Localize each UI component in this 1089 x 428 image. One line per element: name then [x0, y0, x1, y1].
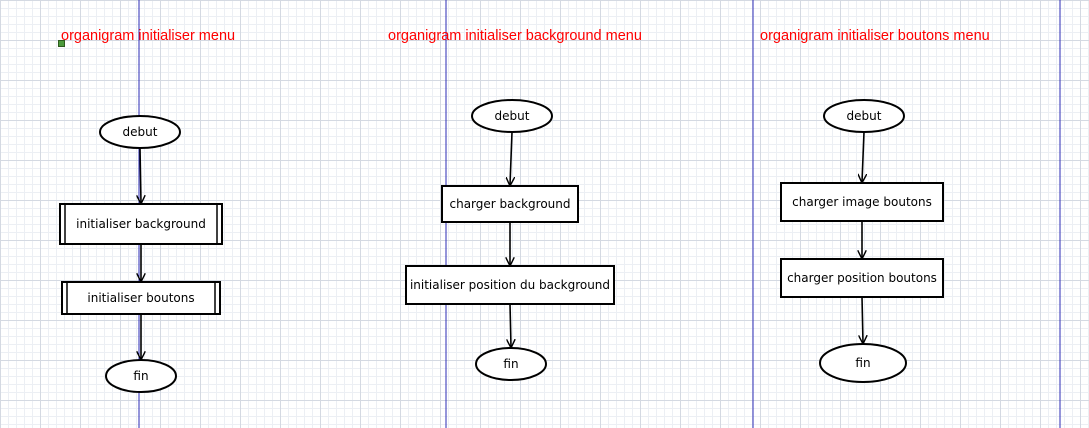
terminator-node-debut[interactable] [99, 115, 181, 149]
node-label: fin [133, 369, 149, 383]
node-label: initialiser boutons [87, 291, 195, 305]
process-node-charger-pos[interactable] [780, 258, 944, 298]
flow-connectors [140, 131, 864, 359]
diagram-title[interactable]: organigram initialiser background menu [388, 28, 642, 44]
flow-arrow[interactable] [862, 296, 863, 343]
process-node-init-btn[interactable] [61, 281, 221, 315]
node-label: charger background [449, 197, 571, 211]
process-node-init-bg[interactable] [59, 203, 223, 245]
flow-arrow[interactable] [510, 131, 512, 185]
node-label: initialiser background [76, 217, 206, 231]
process-node-init-pos-bg[interactable] [405, 265, 615, 305]
terminator-node-fin[interactable] [475, 347, 547, 381]
diagram-title[interactable]: organigram initialiser menu [61, 28, 236, 44]
node-label: initialiser position du background [409, 278, 611, 292]
node-label: fin [855, 356, 871, 370]
flow-nodes [59, 99, 944, 393]
terminator-node-debut[interactable] [823, 99, 905, 133]
process-node-charger-img[interactable] [780, 182, 944, 222]
node-label: debut [846, 109, 882, 123]
node-label: debut [122, 125, 158, 139]
node-label: charger position boutons [787, 271, 937, 285]
flow-arrow[interactable] [862, 131, 864, 182]
flow-arrow[interactable] [510, 303, 511, 347]
diagram-title[interactable]: organigram initialiser boutons menu [760, 28, 990, 44]
terminator-node-fin[interactable] [105, 359, 177, 393]
node-label: fin [503, 357, 519, 371]
node-label: charger image boutons [792, 195, 932, 209]
terminator-node-debut[interactable] [471, 99, 553, 133]
node-label: debut [494, 109, 530, 123]
flow-arrow[interactable] [140, 147, 141, 203]
process-node-charger-bg[interactable] [441, 185, 579, 223]
selection-handle-icon[interactable] [58, 40, 65, 47]
terminator-node-fin[interactable] [819, 343, 907, 383]
